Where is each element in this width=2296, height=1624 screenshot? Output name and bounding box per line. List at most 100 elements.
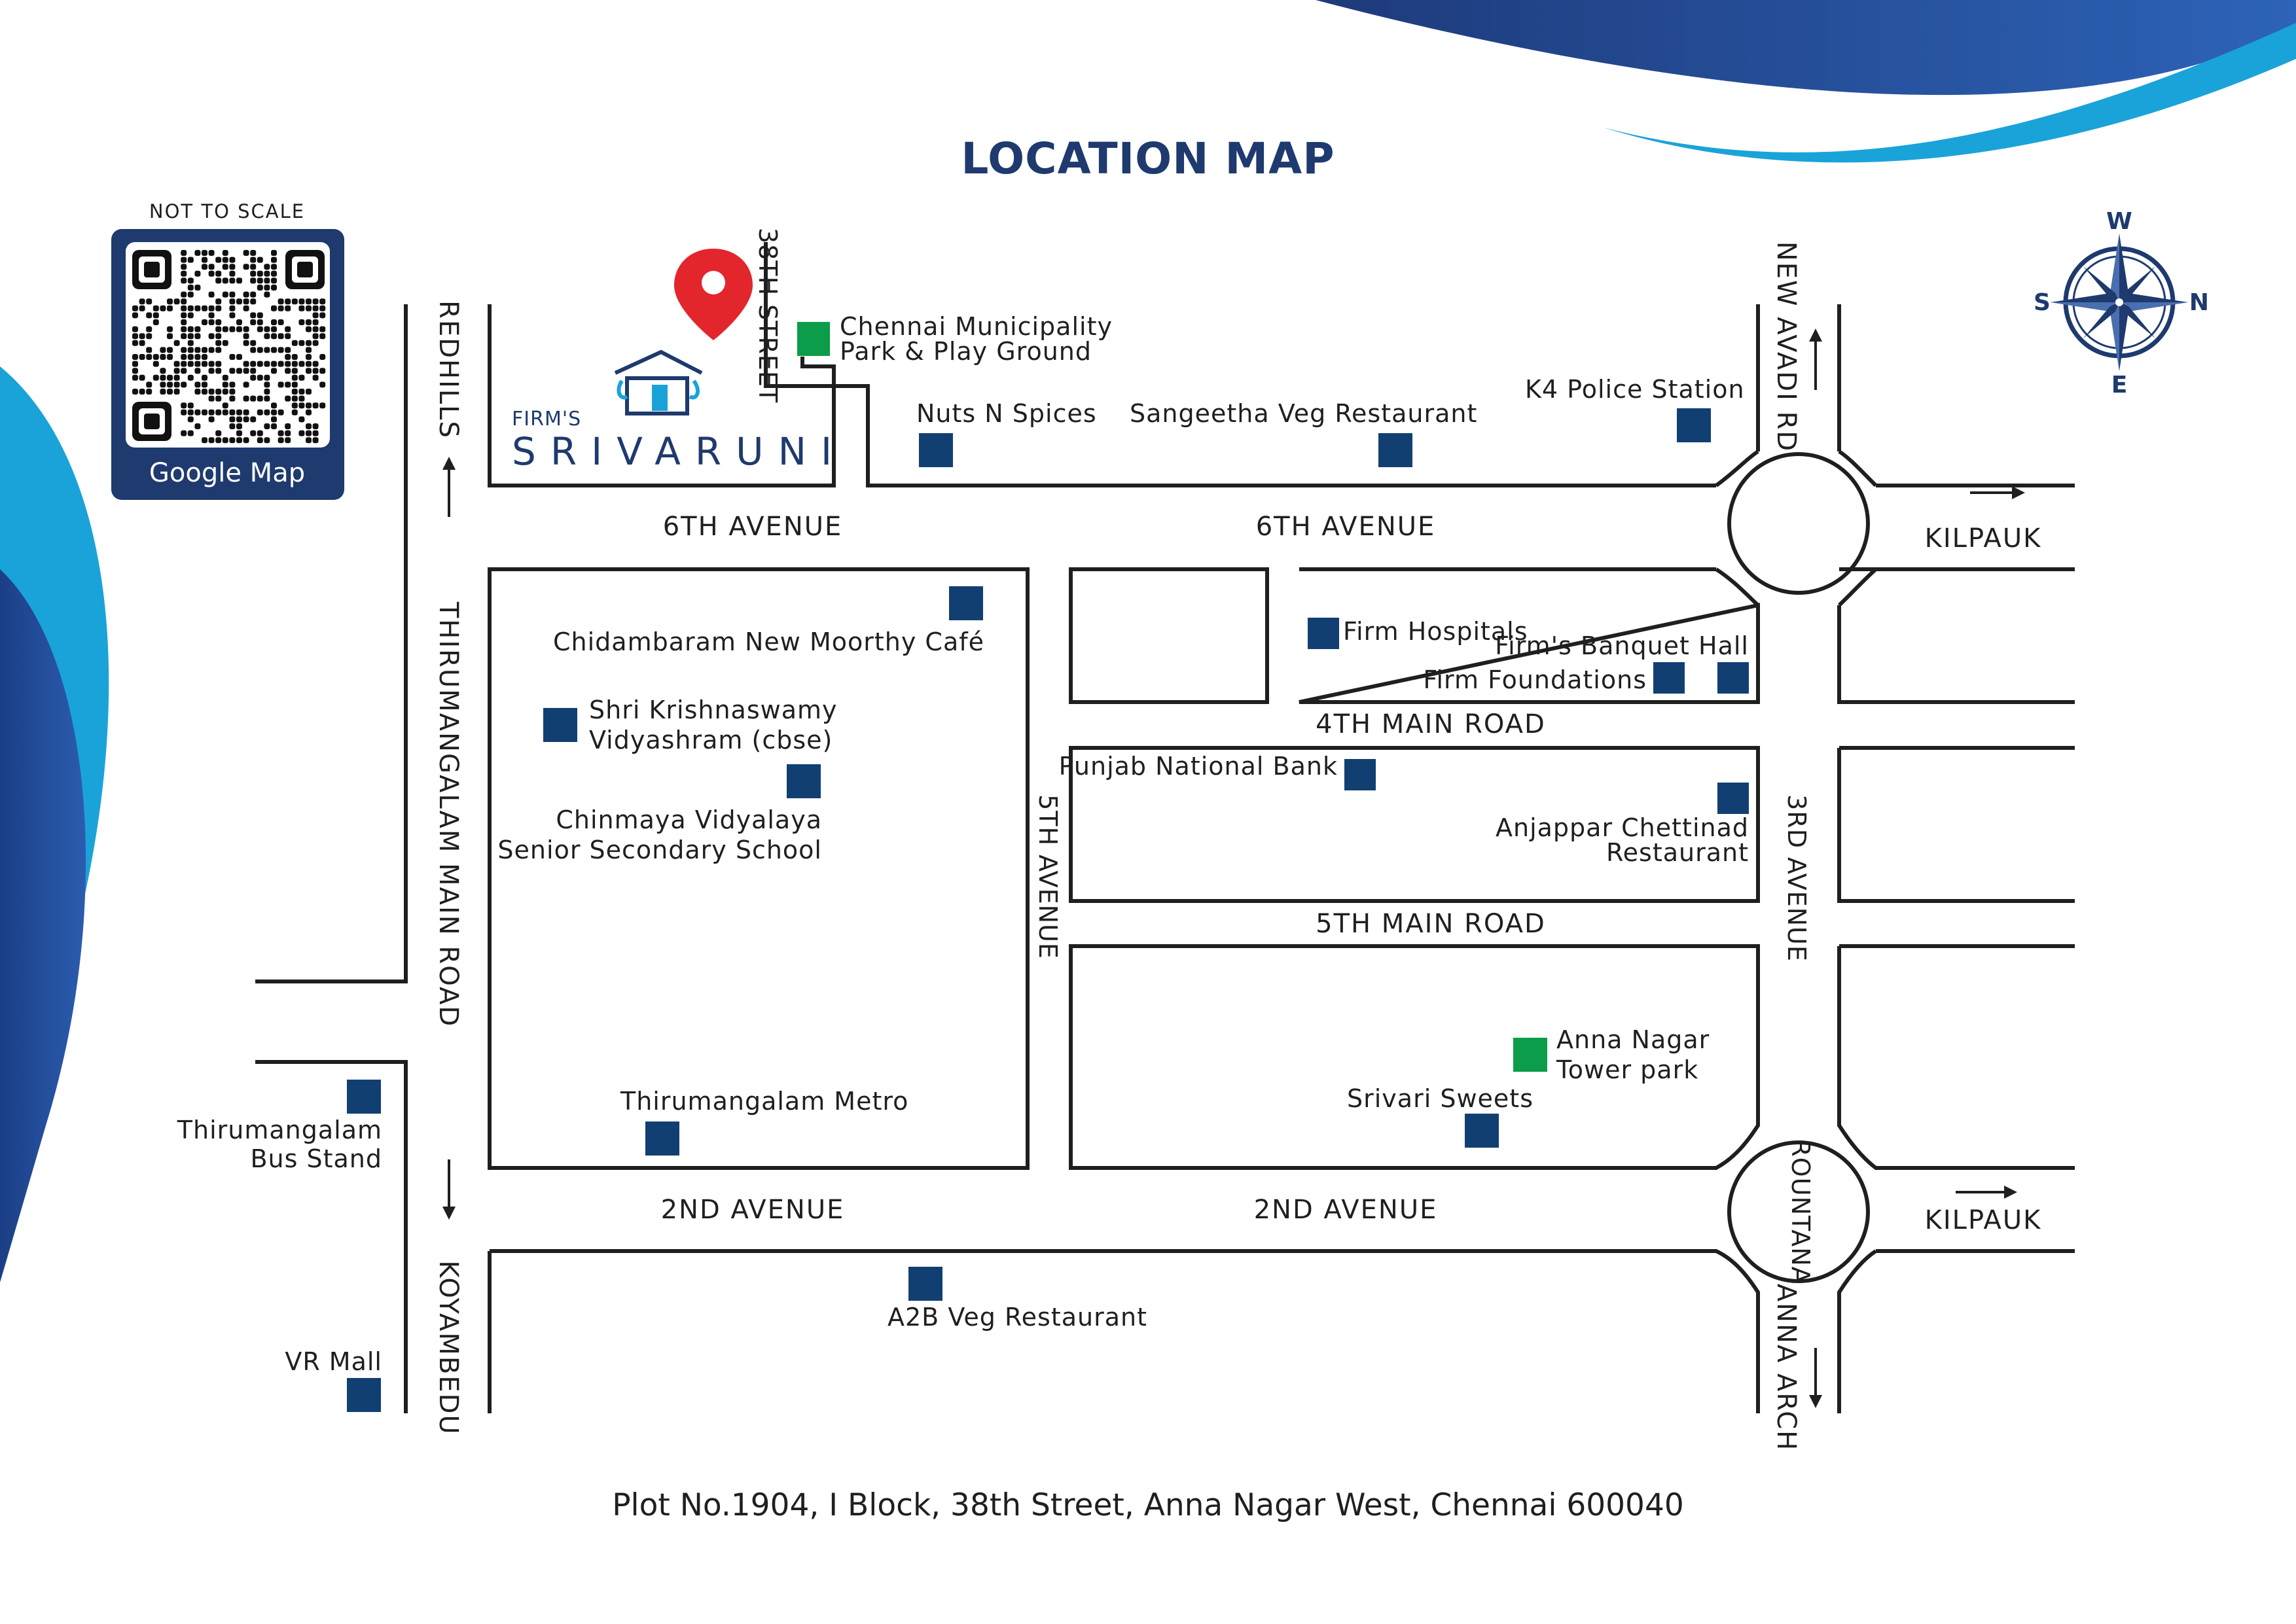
qr-module [312, 437, 319, 444]
qr-module [298, 361, 305, 367]
anjappar-marker [1717, 783, 1749, 814]
qr-module [306, 354, 312, 360]
qr-module [243, 409, 249, 415]
qr-module [306, 368, 312, 374]
qr-module [271, 256, 277, 263]
qr-module [194, 423, 201, 429]
qr-module [167, 354, 173, 360]
qr-module [187, 374, 194, 381]
qr-module [132, 368, 138, 374]
logo-firm-text: FIRM'S [512, 408, 581, 431]
vr-mall-marker [347, 1378, 381, 1412]
qr-module [250, 347, 257, 353]
qr-module [264, 389, 270, 395]
qr-module [194, 368, 201, 374]
qr-module [257, 374, 263, 381]
qr-module [139, 333, 145, 340]
qr-module [250, 277, 257, 284]
qr-module [257, 437, 263, 444]
qr-module [139, 298, 145, 305]
firm-hospitals-label: Firm Hospitals [1343, 617, 1528, 646]
qr-module [298, 374, 305, 381]
qr-module [167, 347, 173, 353]
compass-top-letter: W [2106, 208, 2132, 235]
qr-module [152, 354, 159, 360]
qr-module [167, 333, 173, 340]
qr-module [187, 312, 194, 319]
firm-foundations-label: Firm Foundations [1423, 665, 1647, 694]
qr-module [236, 277, 242, 284]
qr-module [306, 423, 312, 429]
qr-module [264, 277, 270, 284]
qr-module [229, 298, 236, 305]
qr-module [285, 305, 291, 311]
qr-module [264, 423, 270, 429]
qr-code-block[interactable]: NOT TO SCALE Google Map [111, 200, 344, 500]
qr-module [312, 326, 319, 332]
qr-module [208, 347, 215, 353]
qr-module [202, 305, 207, 311]
qr-module [291, 395, 298, 402]
pnb-label: Punjab National Bank [1059, 752, 1338, 781]
qr-module [250, 430, 257, 436]
qr-module [222, 402, 228, 409]
qr-module [291, 340, 298, 346]
qr-module [222, 326, 228, 332]
qr-module [306, 389, 312, 395]
qr-module [215, 395, 222, 402]
qr-module [306, 430, 312, 436]
road-kilpauk-top: KILPAUK [1925, 523, 2042, 554]
qr-module [250, 395, 257, 402]
qr-module [167, 305, 173, 311]
qr-pattern-icon [132, 250, 326, 444]
qr-module [194, 361, 201, 367]
qr-module [298, 319, 305, 325]
qr-module [187, 333, 194, 340]
qr-module [264, 395, 270, 402]
qr-module [312, 361, 319, 367]
qr-module [215, 277, 222, 284]
road-network [255, 242, 2075, 1413]
qr-module [291, 381, 298, 388]
qr-module [243, 437, 249, 444]
qr-module [222, 264, 228, 270]
qr-module [167, 389, 173, 395]
qr-module [271, 333, 277, 340]
qr-module [132, 389, 138, 395]
shri-krishnaswamy-label-line2: Vidyashram (cbse) [589, 726, 833, 754]
road-6th-avenue-right: 6TH AVENUE [1256, 512, 1436, 542]
qr-module [306, 347, 312, 353]
qr-module [271, 277, 277, 284]
qr-module [250, 250, 257, 256]
qr-module [312, 319, 319, 325]
qr-module [291, 354, 298, 360]
qr-module [271, 264, 277, 270]
qr-module [194, 333, 201, 340]
qr-module [243, 381, 249, 388]
qr-module [152, 319, 159, 325]
qr-module [229, 312, 236, 319]
qr-module [250, 270, 257, 277]
qr-module [208, 291, 215, 298]
qr-module [202, 381, 207, 388]
qr-module [319, 305, 326, 311]
qr-module [181, 409, 187, 415]
qr-module [264, 381, 270, 388]
qr-module [257, 312, 263, 319]
qr-module [215, 298, 222, 305]
qr-module [215, 340, 222, 346]
qr-module [271, 409, 277, 415]
qr-module [132, 333, 138, 340]
qr-module [187, 256, 194, 263]
qr-module [208, 270, 215, 277]
qr-module [229, 368, 236, 374]
qr-module [208, 395, 215, 402]
qr-module [250, 340, 257, 346]
qr-module [243, 291, 249, 298]
road-new-avadi: NEW AVADI RD [1771, 241, 1801, 452]
qr-module [146, 389, 152, 395]
qr-module [173, 298, 180, 305]
qr-module [181, 270, 187, 277]
qr-module [312, 374, 319, 381]
